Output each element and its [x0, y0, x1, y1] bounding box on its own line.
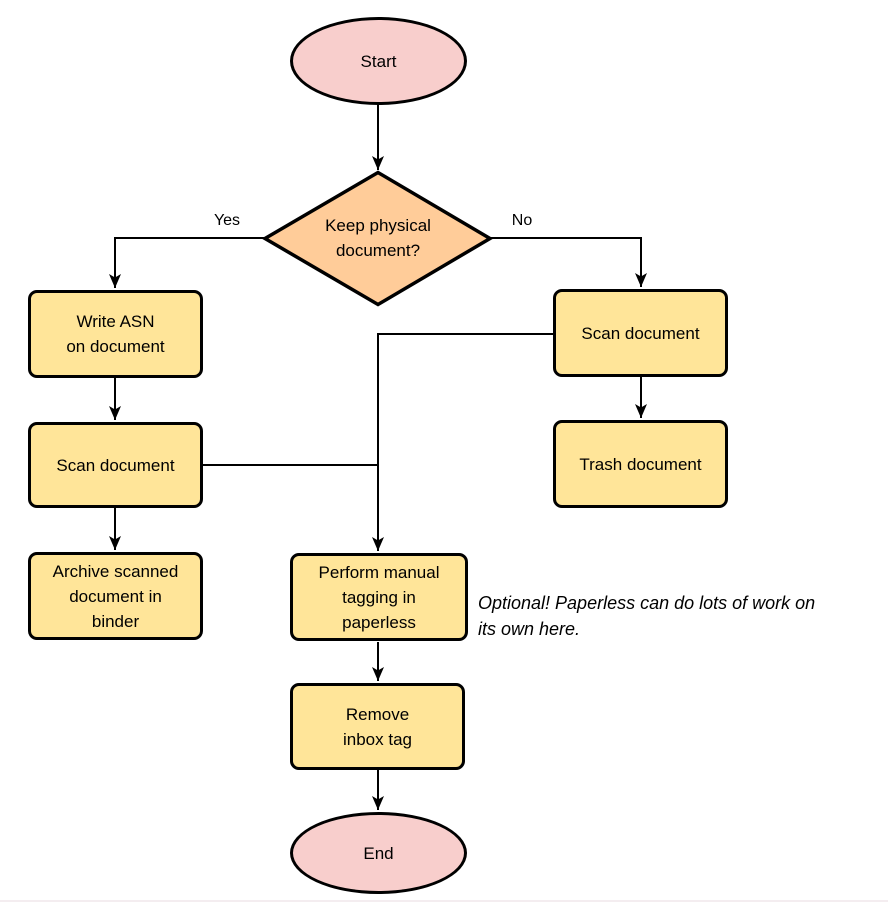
process-scan-document-left: Scan document: [28, 422, 203, 508]
edge-decision-yes-to-write-asn: [109, 237, 265, 288]
decision-keep-physical-label: Keep physical document?: [325, 216, 431, 260]
process-archive-binder: Archive scanned document in binder: [28, 552, 203, 640]
decision-keep-physical-shape: [261, 170, 494, 307]
edge-decision-no-to-scan-right: [490, 237, 647, 287]
edge-label-no: No: [511, 212, 533, 229]
edge-label-yes: Yes: [213, 212, 241, 229]
annotation-note: Optional! Paperless can do lots of work …: [478, 593, 816, 639]
bottom-divider: [0, 900, 888, 902]
process-write-asn: Write ASN on document: [28, 290, 203, 378]
end-terminator: End: [290, 812, 467, 894]
process-scan-document-right: Scan document: [553, 289, 728, 377]
end-label: End: [363, 843, 394, 863]
edge-scan-right-to-tagging: [372, 333, 553, 551]
process-manual-tagging: Perform manual tagging in paperless: [290, 553, 468, 641]
start-terminator: Start: [290, 17, 467, 105]
process-remove-inbox-tag: Remove inbox tag: [290, 683, 465, 770]
start-label: Start: [360, 51, 397, 71]
process-trash-document: Trash document: [553, 420, 728, 508]
